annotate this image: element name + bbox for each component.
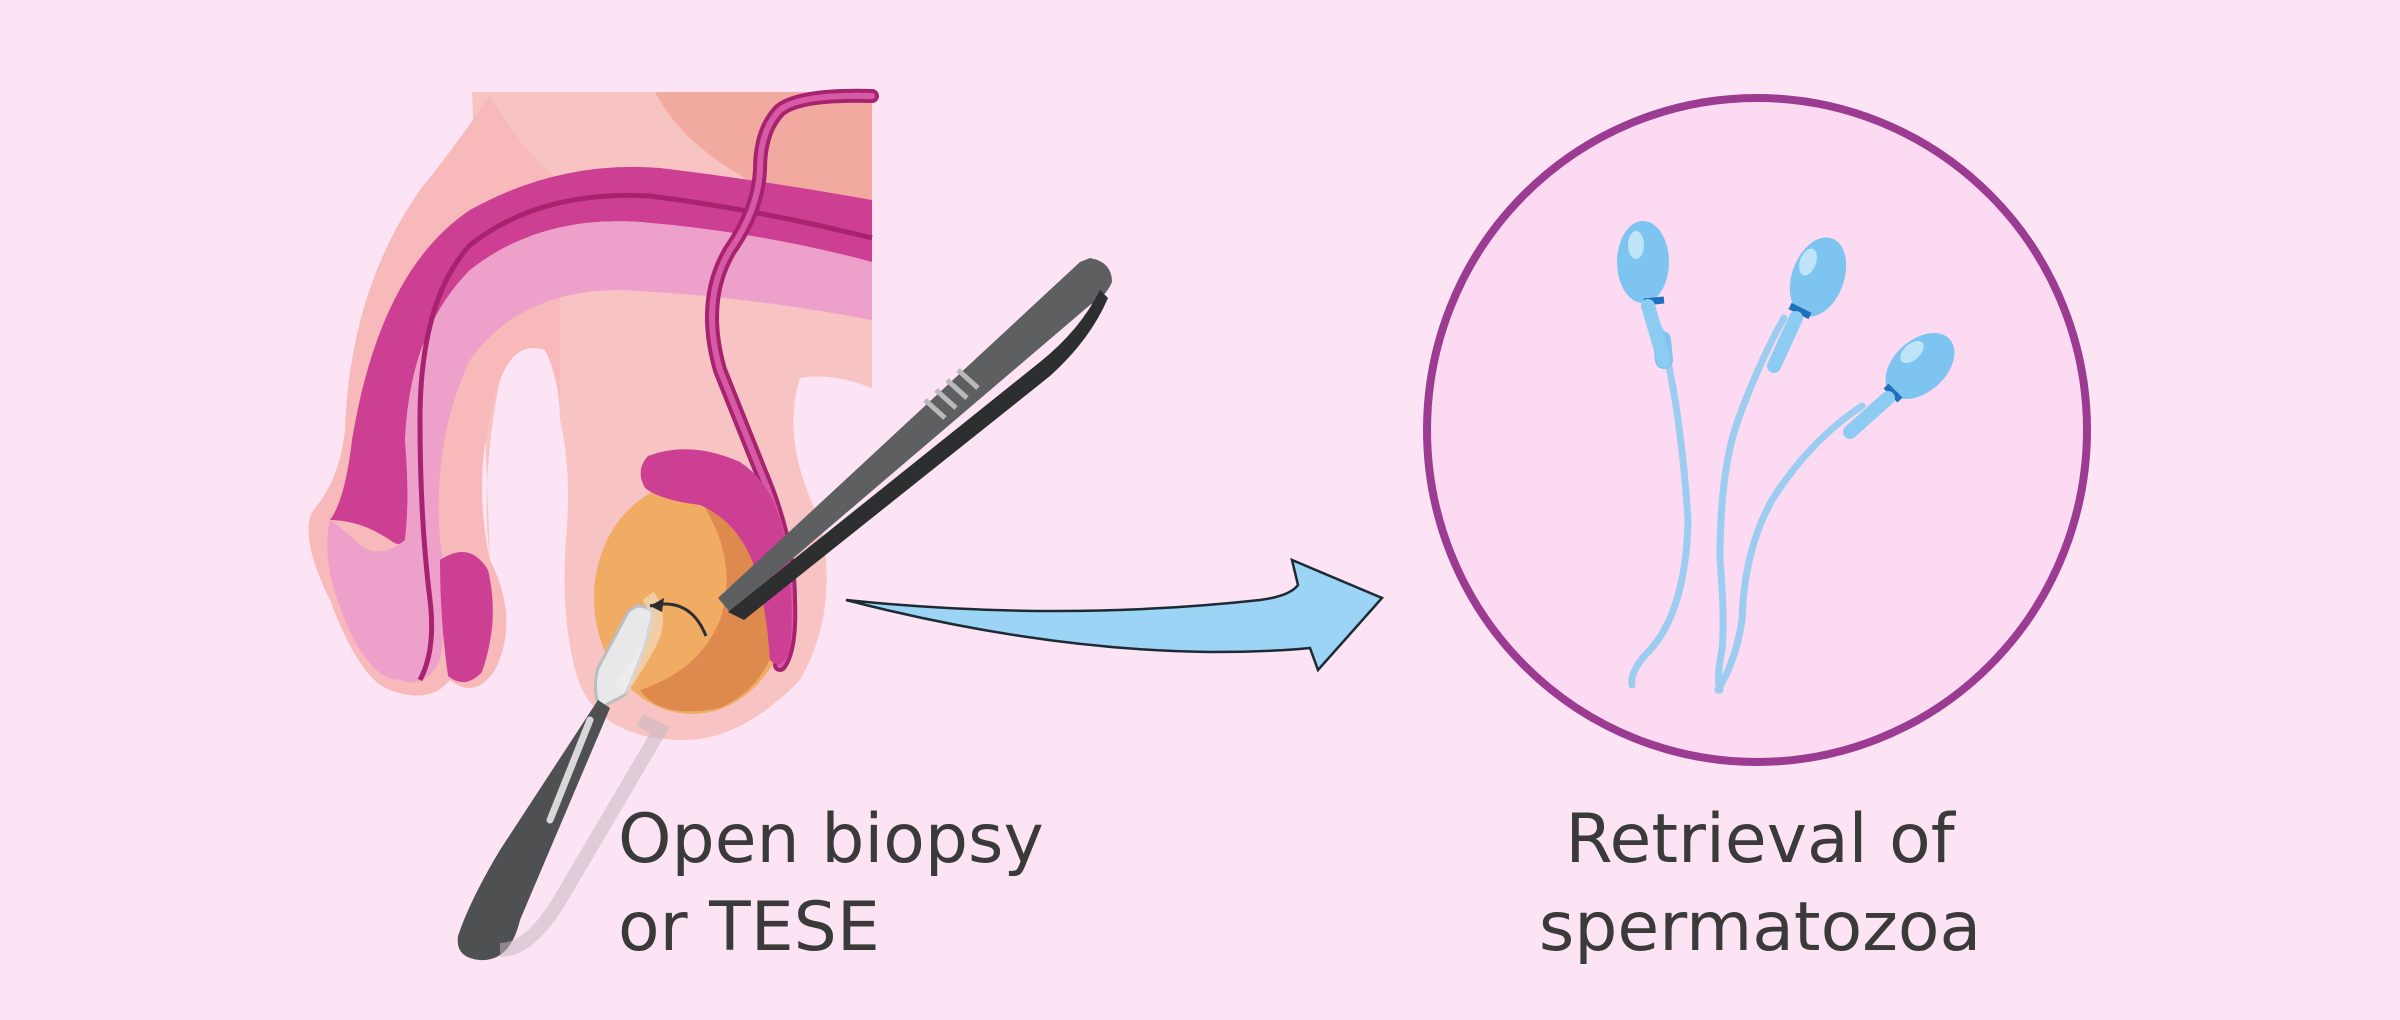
caption-retrieval: Retrieval of spermatozoa <box>1480 796 2040 972</box>
incision-arrowhead <box>650 598 664 612</box>
epididymis <box>640 449 792 665</box>
sperm-magnifier <box>1423 94 2091 766</box>
caption-right-line1: Retrieval of <box>1565 800 1955 879</box>
glans <box>440 552 493 683</box>
caption-right-line2: spermatozoa <box>1538 888 1982 967</box>
caption-left-line2: or TESE <box>618 888 880 967</box>
scalpel-icon <box>457 591 670 961</box>
caption-left-line1: Open biopsy <box>618 800 1044 879</box>
forceps-icon <box>718 258 1112 620</box>
sperm-icon <box>1714 237 1847 694</box>
sperm-icon <box>1714 332 1955 694</box>
magnifier-circle <box>1423 94 2091 766</box>
testis-shade <box>640 500 781 712</box>
corpus-light <box>327 221 873 683</box>
sperm-icon <box>1617 221 1692 689</box>
anatomy-illustration <box>308 88 879 741</box>
corpus-band <box>330 166 872 544</box>
urethra-line <box>417 192 873 682</box>
arrow-icon <box>845 557 1385 673</box>
caption-open-biopsy: Open biopsy or TESE <box>618 796 1044 972</box>
